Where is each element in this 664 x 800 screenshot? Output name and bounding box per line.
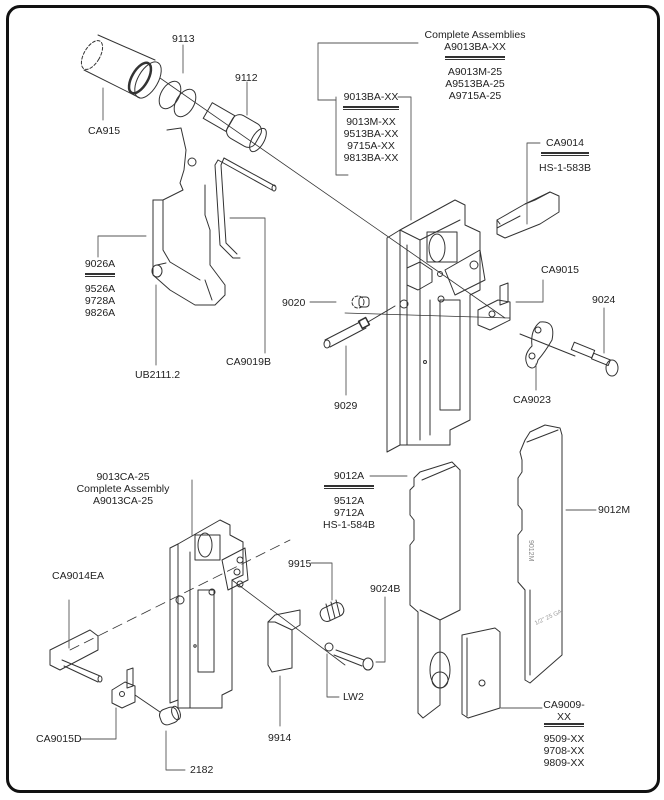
label-9013ca-25: 9013CA-25 — [96, 471, 150, 483]
label-hs-1-583b: HS-1-583B — [539, 162, 591, 174]
label-9728a: 9728A — [84, 295, 116, 307]
label-9012a: 9012A — [333, 470, 365, 482]
label-9813ba: 9813BA-XX — [343, 152, 399, 164]
label-ca9014ea: CA9014EA — [52, 570, 104, 582]
axis-line-bottom — [69, 539, 291, 651]
axis-line-bottom-right — [231, 579, 346, 666]
label-group-9013ba: 9013BA-XX 9013M-XX 9513BA-XX 9715A-XX 98… — [338, 91, 404, 164]
part-9013ca-body — [169, 519, 249, 709]
part-9915 — [319, 599, 345, 622]
part-ca9014 — [496, 191, 560, 239]
double-rule — [541, 152, 589, 156]
label-hs-1-584b: HS-1-584B — [323, 519, 375, 531]
label-9708-xx: 9708-XX — [543, 745, 585, 757]
label-ca9019b: CA9019B — [226, 356, 271, 368]
label-9526a: 9526A — [84, 283, 116, 295]
label-9715a: 9715A-XX — [347, 140, 395, 152]
label-9013m: 9013M-XX — [346, 116, 396, 128]
label-a9013ca-25: A9013CA-25 — [92, 495, 154, 507]
part-9024 — [519, 333, 619, 377]
label-9826a: 9826A — [84, 307, 116, 319]
label-group-9012a: 9012A 9512A 9712A HS-1-584B — [318, 470, 380, 531]
part-ca9015d — [111, 667, 161, 713]
axis-line-9020 — [344, 312, 511, 319]
label-9914: 9914 — [268, 732, 292, 744]
label-ca9023: CA9023 — [513, 394, 551, 406]
part-9013ba-body — [386, 199, 486, 453]
label-9509-xx: 9509-XX — [543, 733, 585, 745]
label-ub2111: UB2111.2 — [135, 369, 181, 381]
label-9024b: 9024B — [370, 583, 401, 595]
label-complete-assemblies: Complete Assemblies — [424, 29, 526, 41]
part-9024b — [333, 649, 374, 671]
label-complete-assembly: Complete Assembly — [76, 483, 170, 495]
part-9113-rings — [158, 80, 197, 118]
part-2182 — [158, 705, 181, 726]
part-9012m — [517, 424, 563, 684]
label-group-ca9014: CA9014 HS-1-583B — [537, 137, 593, 174]
stamp-9012m: 9012M — [527, 540, 534, 562]
part-9914 — [267, 609, 301, 673]
double-rule — [324, 485, 374, 489]
label-group-ca9009: CA9009- XX 9509-XX 9708-XX 9809-XX — [540, 699, 588, 769]
part-9012a — [409, 461, 461, 719]
label-lw2: LW2 — [343, 691, 364, 703]
label-9513ba: 9513BA-XX — [343, 128, 399, 140]
label-a9013ba: A9013BA-XX — [444, 41, 506, 53]
part-ca9015 — [477, 282, 511, 331]
double-rule — [343, 106, 399, 110]
part-ca9023 — [525, 321, 554, 369]
label-9712a: 9712A — [333, 507, 365, 519]
label-ca9015: CA9015 — [541, 264, 579, 276]
label-9012m: 9012M — [598, 504, 631, 516]
label-a9013m: A9013M-25 — [447, 66, 503, 78]
label-ca915: CA915 — [88, 125, 121, 137]
label-ca9015d: CA9015D — [36, 733, 82, 745]
part-ca9014ea — [49, 629, 103, 683]
label-9026a: 9026A — [84, 258, 116, 270]
double-rule — [85, 273, 115, 277]
label-9013ba: 9013BA-XX — [343, 91, 399, 103]
label-a9513ba: A9513BA-25 — [445, 78, 505, 90]
label-2182: 2182 — [190, 764, 214, 776]
double-rule — [445, 56, 505, 60]
axis-line-top — [159, 77, 506, 319]
part-lw2 — [324, 642, 334, 652]
label-ca9009-xx: XX — [556, 711, 571, 723]
label-ca9014: CA9014 — [546, 137, 584, 149]
label-9113: 9113 — [172, 33, 195, 45]
part-ca9009 — [461, 627, 501, 719]
label-group-complete-assemblies: Complete Assemblies A9013BA-XX A9013M-25… — [420, 29, 530, 102]
label-9024: 9024 — [592, 294, 616, 306]
label-9020: 9020 — [282, 297, 306, 309]
label-9915: 9915 — [288, 558, 312, 570]
double-rule — [544, 723, 584, 727]
part-ca9019b — [214, 157, 277, 259]
diagram-border — [6, 5, 660, 793]
part-9020 — [351, 295, 370, 309]
label-group-9026a: 9026A 9526A 9728A 9826A — [83, 258, 117, 319]
label-ca9009: CA9009- — [543, 699, 585, 711]
part-ca915 — [80, 34, 162, 99]
part-9026a — [151, 127, 226, 306]
part-9029 — [323, 305, 396, 349]
label-group-9013ca: 9013CA-25 Complete Assembly A9013CA-25 — [68, 471, 178, 507]
label-9809-xx: 9809-XX — [543, 757, 585, 769]
label-9112: 9112 — [235, 72, 258, 84]
label-a9715a: A9715A-25 — [448, 90, 502, 102]
leader-lines — [68, 42, 605, 771]
label-9512a: 9512A — [333, 495, 365, 507]
label-9029: 9029 — [334, 400, 358, 412]
part-9112 — [202, 102, 267, 153]
